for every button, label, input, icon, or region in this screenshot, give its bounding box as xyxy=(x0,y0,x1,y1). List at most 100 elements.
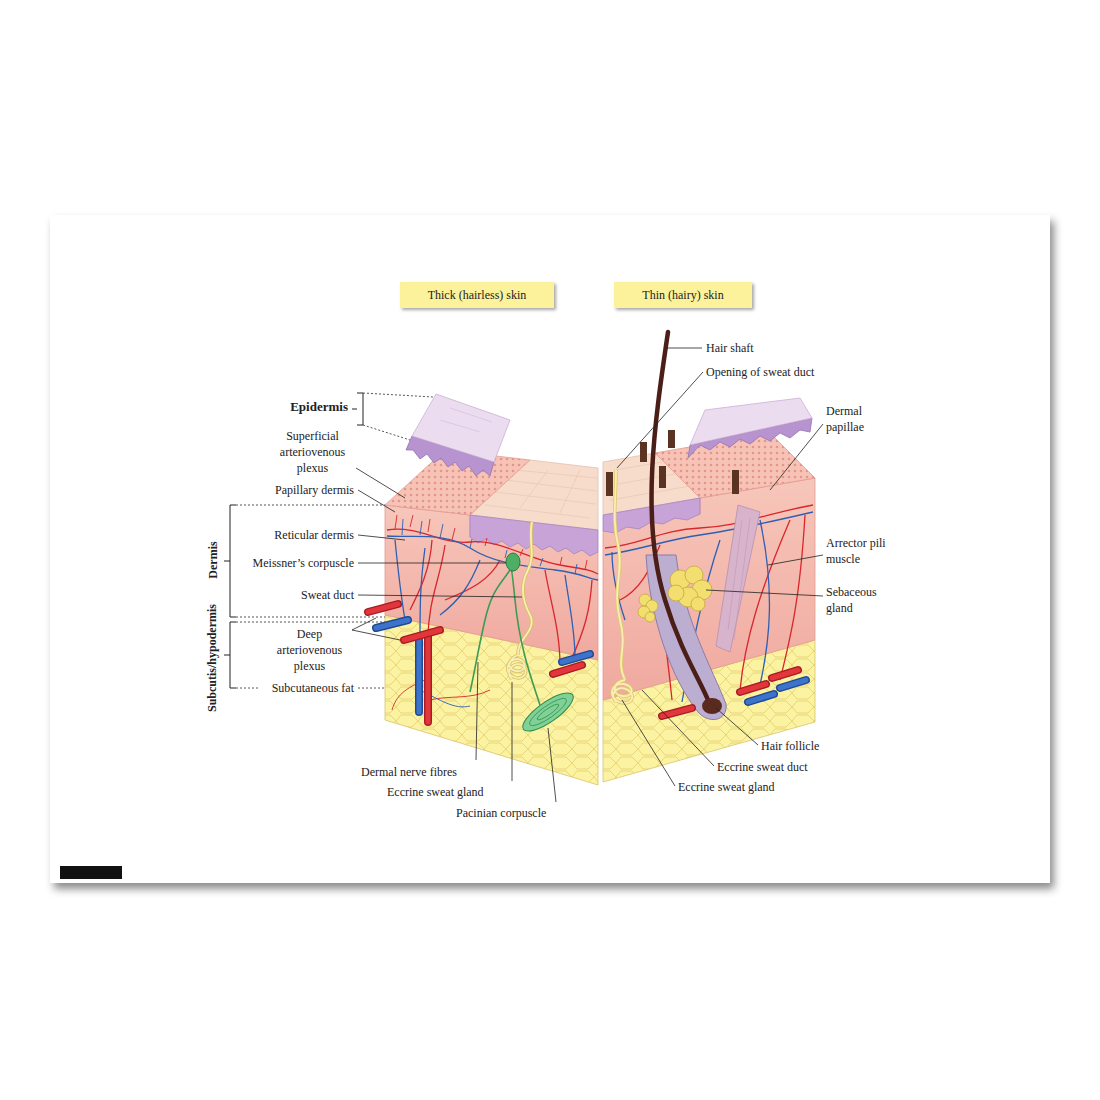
thin-plexus-tubes xyxy=(662,708,692,716)
deep-plexus-tubes xyxy=(415,640,423,712)
leader-lines xyxy=(352,348,823,802)
thick-skin-block xyxy=(385,505,598,660)
dotted-guides xyxy=(363,393,433,440)
thin-plexus-tubes xyxy=(662,670,806,716)
part-label: Pacinian corpuscle xyxy=(456,805,596,821)
thin-plexus-tubes xyxy=(740,684,766,692)
deep-plexus-tubes xyxy=(404,630,440,640)
part-label: Superficial arteriovenous plexus xyxy=(270,428,355,476)
layer-label: Dermis xyxy=(204,541,220,578)
thick-skin-block xyxy=(440,408,492,432)
thin-skin-structures xyxy=(638,566,712,622)
part-label: Arrector pili muscle xyxy=(826,535,901,567)
leader-lines xyxy=(706,590,823,596)
part-label: Reticular dermis xyxy=(204,527,354,543)
deep-plexus-tubes xyxy=(368,604,590,722)
thin-skin-vessels xyxy=(605,505,813,548)
thin-skin-structures xyxy=(612,332,760,720)
deep-plexus-tubes xyxy=(376,620,408,628)
leader-lines xyxy=(358,490,395,512)
thick-skin-vessels xyxy=(387,536,598,580)
part-label: Sweat duct xyxy=(204,587,354,603)
part-label: Dermal nerve fibres xyxy=(361,764,501,780)
deep-plexus-tubes xyxy=(553,665,582,674)
thick-skin-glands-nerves xyxy=(536,702,561,722)
thin-plexus-tubes xyxy=(780,680,806,688)
heading-text: Thin (hairy) skin xyxy=(642,287,723,303)
leader-lines xyxy=(617,372,703,468)
thin-skin-structures xyxy=(612,680,632,703)
thick-skin-vessels xyxy=(410,540,592,665)
credit-strip xyxy=(60,866,122,879)
leader-lines xyxy=(476,662,478,760)
thick-skin-glands-nerves xyxy=(527,694,570,729)
leader-lines xyxy=(642,690,714,766)
leader-lines xyxy=(358,563,506,564)
part-label: Eccrine sweat duct xyxy=(717,759,867,775)
leader-lines xyxy=(716,708,758,745)
part-label: Epidermis xyxy=(268,399,348,415)
part-label: Sebaceous gland xyxy=(826,584,888,616)
part-label: Meissner’s corpuscle xyxy=(204,555,354,571)
deep-plexus-tubes xyxy=(404,630,440,640)
thick-skin-glands-nerves xyxy=(512,570,540,705)
part-label: Eccrine sweat gland xyxy=(678,779,828,795)
leader-lines xyxy=(358,535,405,540)
thin-plexus-tubes xyxy=(662,708,692,716)
deep-plexus-tubes xyxy=(368,604,398,612)
thin-skin-structures xyxy=(716,505,760,652)
leader-lines xyxy=(358,595,522,597)
heading-box: Thick (hairless) skin xyxy=(400,282,555,308)
thin-skin-structures xyxy=(702,698,722,714)
thin-skin-structures xyxy=(612,680,632,703)
thin-plexus-tubes xyxy=(772,670,798,678)
thick-skin-glands-nerves xyxy=(508,655,526,679)
part-label: Hair shaft xyxy=(706,340,856,356)
thin-skin-block xyxy=(640,442,647,462)
thick-skin-glands-nerves xyxy=(470,570,510,692)
thin-skin-structures xyxy=(728,518,750,640)
part-label: Eccrine sweat gland xyxy=(387,784,527,800)
thick-skin-block xyxy=(385,394,598,785)
thin-skin-vessels xyxy=(605,512,813,555)
leader-lines xyxy=(667,348,702,349)
heading-text: Thick (hairless) skin xyxy=(428,287,527,303)
deep-plexus-tubes xyxy=(426,636,431,722)
part-label: Dermal papillae xyxy=(826,403,884,435)
part-label: Papillary dermis xyxy=(204,482,354,498)
deep-plexus-tubes xyxy=(368,604,398,612)
thin-plexus-tubes xyxy=(748,694,774,702)
leader-lines xyxy=(622,700,675,786)
thin-skin-structures xyxy=(645,612,655,622)
thick-skin-glands-nerves xyxy=(470,522,578,737)
heading-box: Thin (hairy) skin xyxy=(614,282,751,308)
thick-skin-glands-nerves xyxy=(508,655,526,679)
thin-skin-structures xyxy=(615,470,625,680)
thin-skin-block xyxy=(606,472,613,496)
thick-skin-block xyxy=(412,394,510,462)
thick-skin-block xyxy=(470,515,598,556)
leader-lines xyxy=(352,618,400,640)
layer-label: Subcutis/hypodermis xyxy=(204,604,220,712)
thin-skin-structures xyxy=(691,597,705,611)
thin-skin-block xyxy=(659,466,666,488)
thin-skin-block xyxy=(732,470,739,494)
deep-plexus-tubes xyxy=(562,654,590,662)
brackets xyxy=(352,393,363,425)
part-label: Deep arteriovenous plexus xyxy=(267,626,352,674)
thick-skin-glands-nerves xyxy=(506,553,520,571)
brackets xyxy=(224,622,236,688)
deep-plexus-tubes xyxy=(562,654,590,662)
thin-skin-block xyxy=(690,398,812,445)
thin-skin-structures xyxy=(615,470,625,680)
thin-plexus-tubes xyxy=(748,694,774,702)
deep-plexus-tubes xyxy=(424,636,432,722)
thin-skin-structures xyxy=(652,332,708,700)
part-label: Hair follicle xyxy=(761,738,911,754)
deep-plexus-tubes xyxy=(553,665,582,674)
leader-lines xyxy=(768,555,823,565)
thick-skin-vessels xyxy=(392,680,490,710)
part-label: Subcutaneous fat xyxy=(204,680,354,696)
thin-plexus-tubes xyxy=(740,684,766,692)
